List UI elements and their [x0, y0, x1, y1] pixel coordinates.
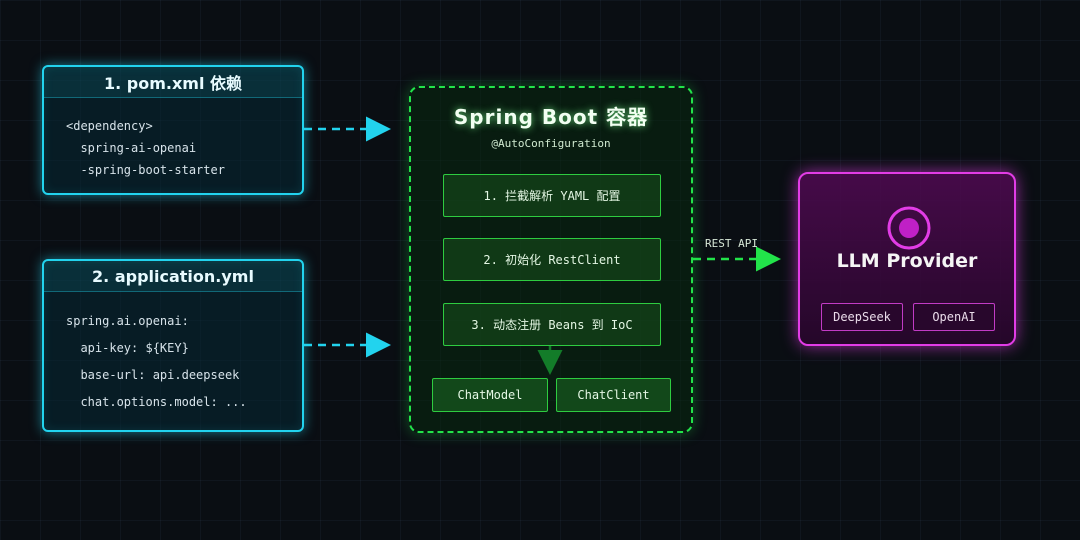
pom-code-line: -spring-boot-starter [66, 163, 225, 177]
spring-boot-title: Spring Boot 容器 [453, 105, 649, 129]
spring-boot-container: Spring Boot 容器 @AutoConfiguration 1. 拦截解… [409, 86, 693, 433]
rest-api-label: REST API [705, 237, 758, 250]
openai-chip: OpenAI [913, 303, 995, 331]
chatclient-bean: ChatClient [556, 378, 671, 412]
application-yml-title: 2. application.yml [44, 261, 302, 292]
llm-provider-title: LLM Provider [836, 250, 978, 272]
step-init-restclient: 2. 初始化 RestClient [443, 238, 661, 281]
pom-code-line: spring-ai-openai [66, 141, 197, 155]
pom-xml-title: 1. pom.xml 依赖 [44, 67, 302, 98]
provider-node-icon [887, 206, 931, 250]
yml-code-line: chat.options.model: ... [66, 395, 247, 409]
application-yml-box: 2. application.yml spring.ai.openai: api… [42, 259, 304, 432]
step-register-beans: 3. 动态注册 Beans 到 IoC [443, 303, 661, 346]
deepseek-chip: DeepSeek [821, 303, 903, 331]
pom-code-line: <dependency> [66, 119, 153, 133]
yml-code-line: api-key: ${KEY} [66, 341, 189, 355]
yml-code-line: base-url: api.deepseek [66, 368, 240, 382]
pom-xml-box: 1. pom.xml 依赖 <dependency> spring-ai-ope… [42, 65, 304, 195]
chatmodel-bean: ChatModel [432, 378, 548, 412]
llm-provider-box: LLM Provider DeepSeek OpenAI [798, 172, 1016, 346]
yml-code-line: spring.ai.openai: [66, 314, 189, 328]
step-parse-yaml: 1. 拦截解析 YAML 配置 [443, 174, 661, 217]
auto-configuration-label: @AutoConfiguration [491, 137, 611, 150]
